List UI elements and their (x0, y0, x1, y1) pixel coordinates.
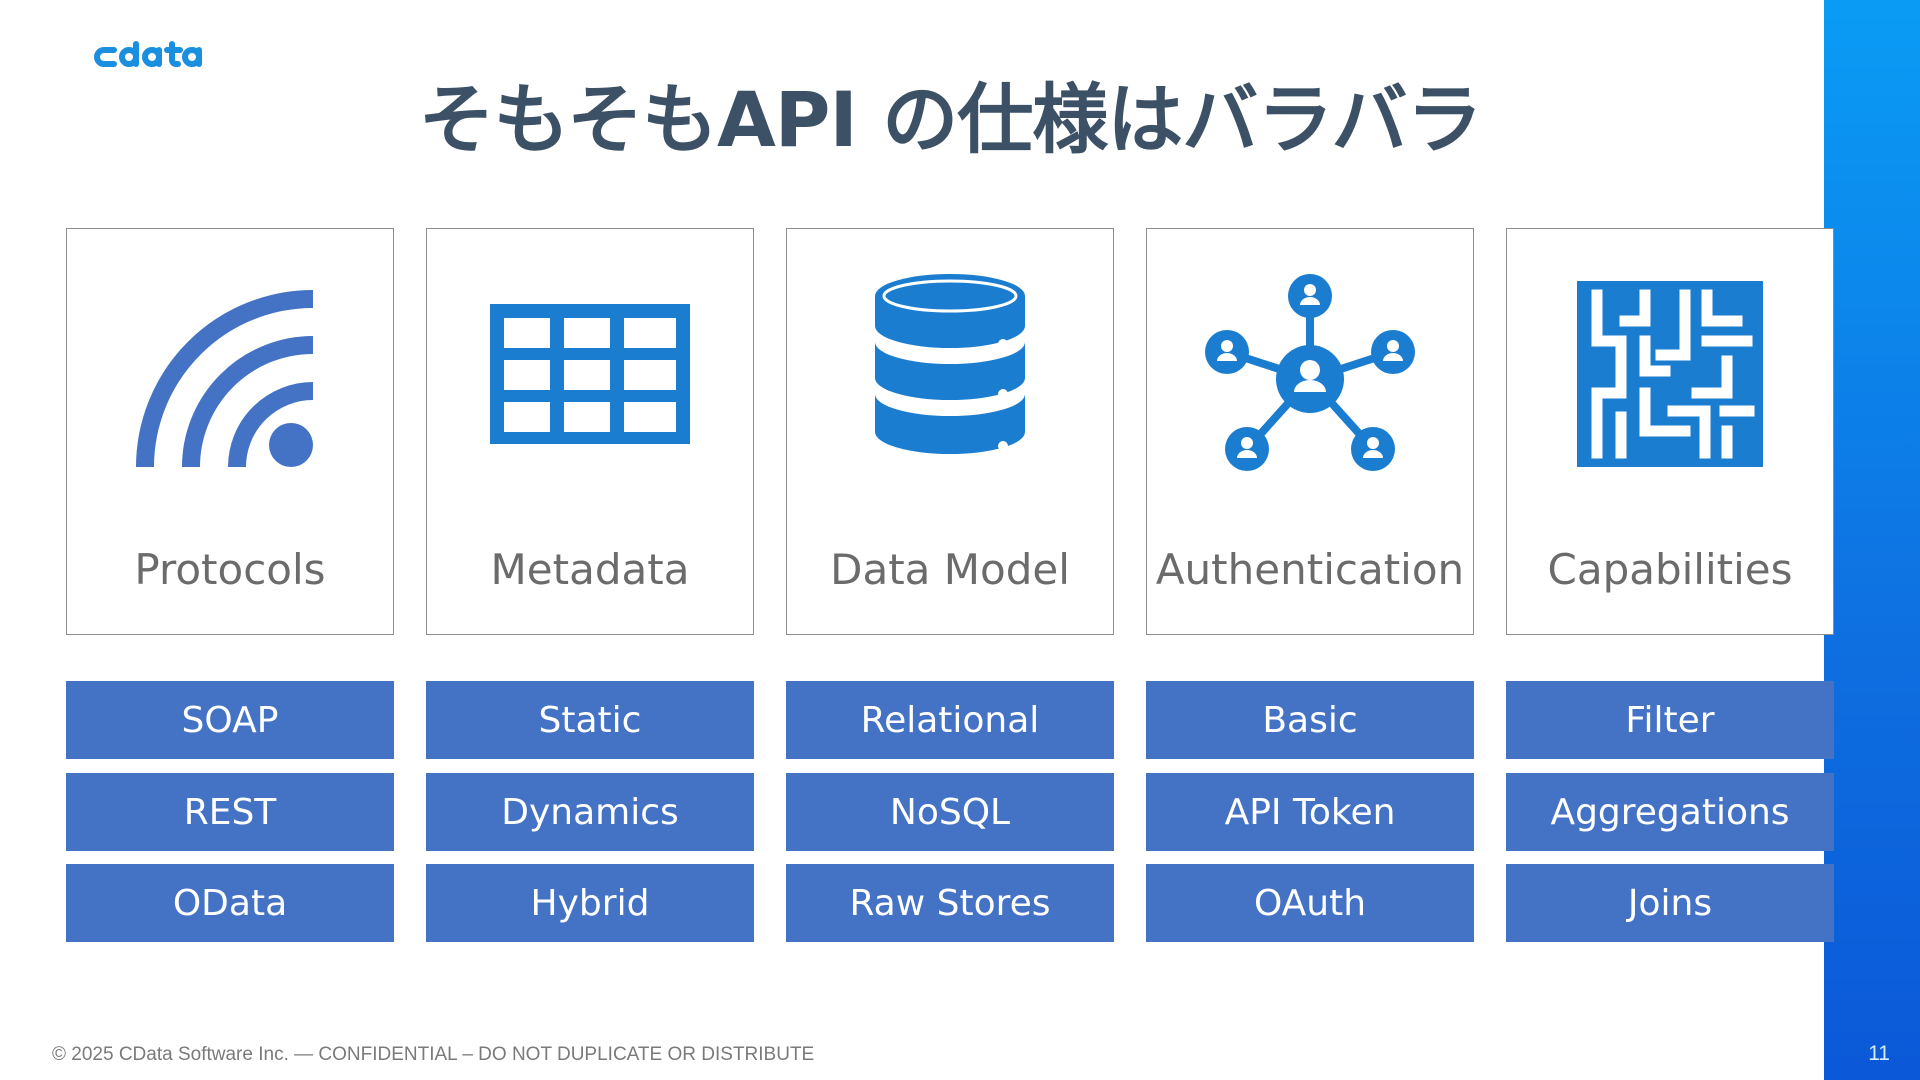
cdata-logo (94, 40, 220, 76)
card-data-model: Data Model (786, 228, 1114, 635)
card-label: Protocols (134, 545, 326, 594)
tag-item: Basic (1146, 681, 1474, 759)
tag-item: Raw Stores (786, 864, 1114, 942)
page-number: 11 (1868, 1042, 1890, 1065)
tag-item: OAuth (1146, 864, 1474, 942)
wifi-icon (67, 269, 393, 479)
tag-item: Static (426, 681, 754, 759)
tag-item: Dynamics (426, 773, 754, 851)
table-grid-icon (427, 269, 753, 479)
card-label: Capabilities (1547, 545, 1793, 594)
tag-item: Filter (1506, 681, 1834, 759)
card-metadata: Metadata (426, 228, 754, 635)
tag-item: REST (66, 773, 394, 851)
tag-item: NoSQL (786, 773, 1114, 851)
tag-item: Joins (1506, 864, 1834, 942)
tag-item: API Token (1146, 773, 1474, 851)
tag-item: OData (66, 864, 394, 942)
cdata-logo-mark (94, 41, 202, 67)
card-label: Authentication (1155, 545, 1465, 594)
slide-title: そもそもAPI の仕様はバラバラ (418, 75, 1483, 164)
tag-item: Relational (786, 681, 1114, 759)
card-authentication: Authentication (1146, 228, 1474, 635)
maze-icon (1507, 269, 1833, 479)
footer-confidential: © 2025 CData Software Inc. — CONFIDENTIA… (52, 1044, 815, 1065)
card-label: Data Model (830, 545, 1070, 594)
tag-item: SOAP (66, 681, 394, 759)
database-icon (787, 269, 1113, 479)
side-accent-bar (1824, 0, 1920, 1080)
card-capabilities: Capabilities (1506, 228, 1834, 635)
user-network-icon (1147, 269, 1473, 479)
tag-item: Hybrid (426, 864, 754, 942)
card-label: Metadata (490, 545, 690, 594)
card-protocols: Protocols (66, 228, 394, 635)
tag-item: Aggregations (1506, 773, 1834, 851)
